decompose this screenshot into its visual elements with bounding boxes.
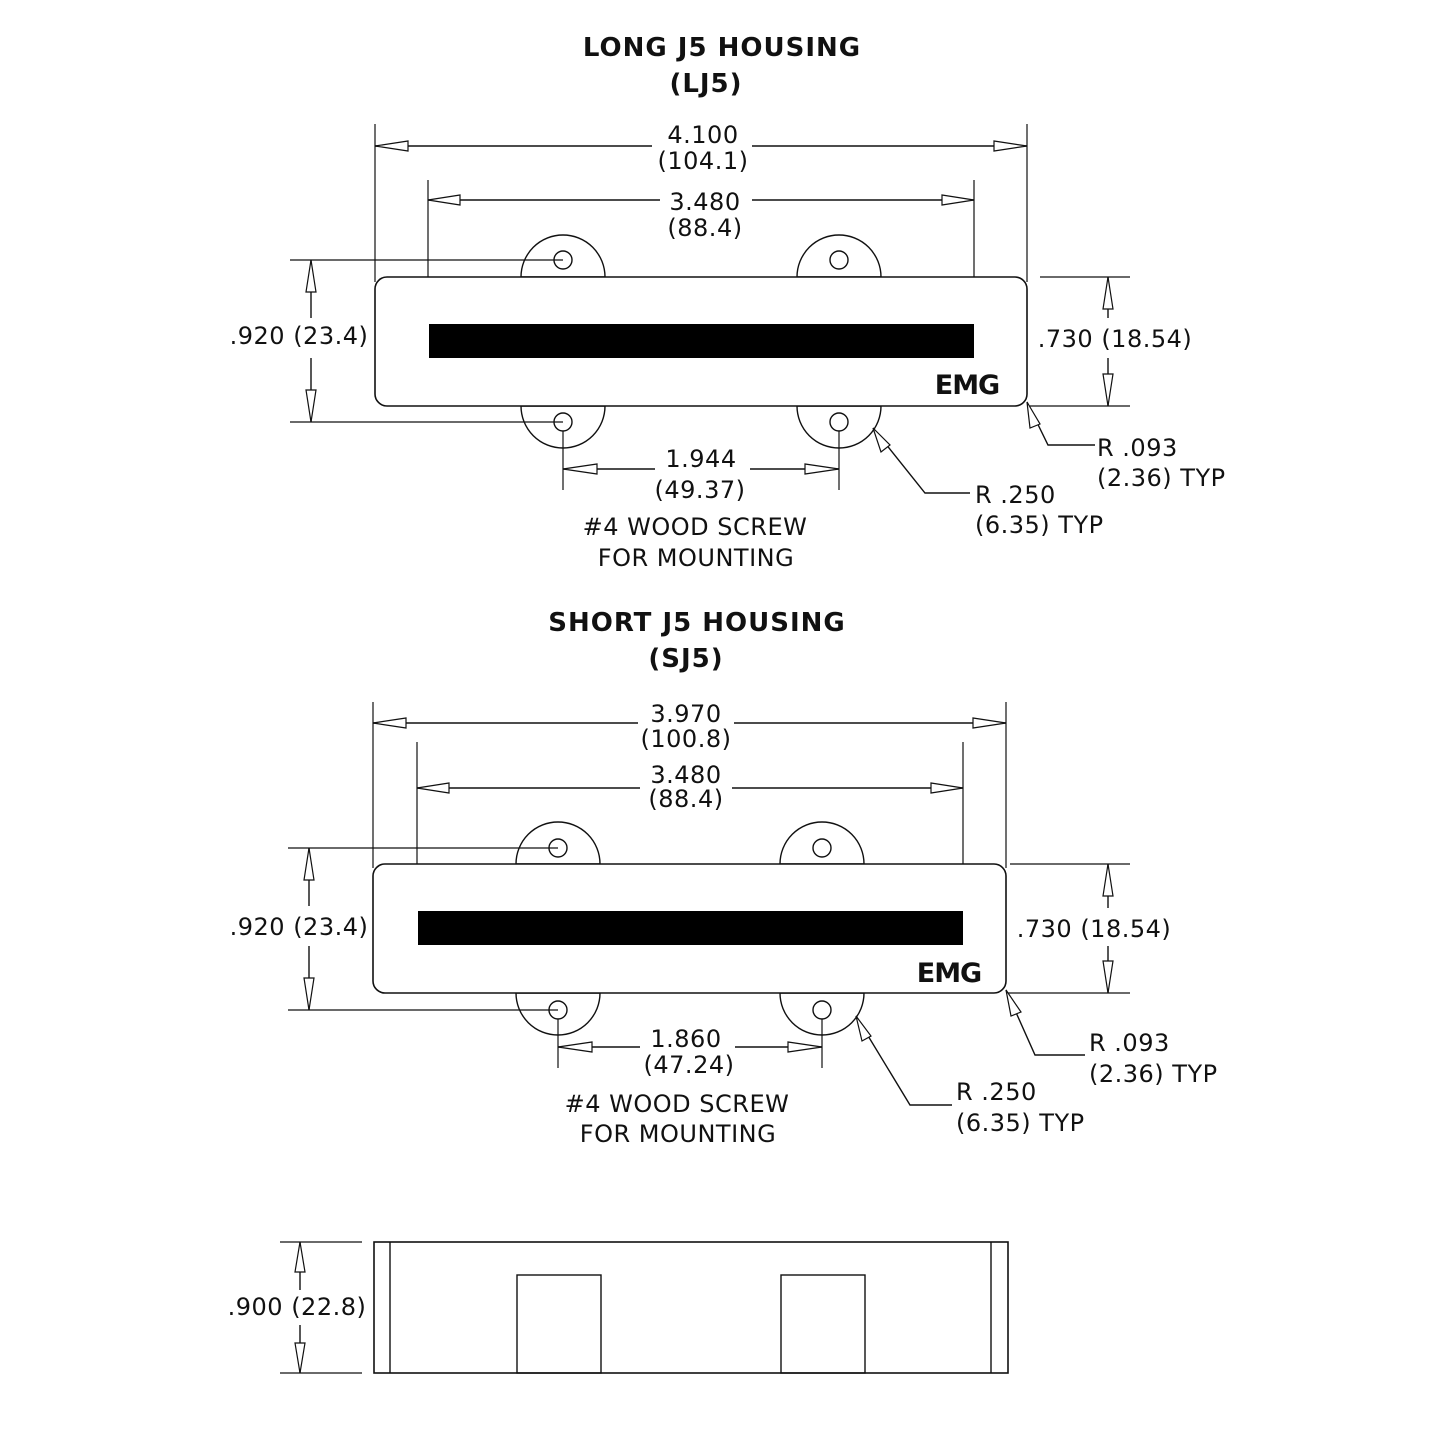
long-ear-leader bbox=[872, 427, 970, 494]
short-screw-in: 1.860 bbox=[650, 1025, 721, 1053]
arrow-down-icon bbox=[303, 977, 315, 1011]
short-corner-leader bbox=[1005, 989, 1085, 1056]
arrow-down-icon bbox=[1102, 373, 1114, 407]
side-slot-right bbox=[780, 1274, 866, 1374]
long-corner-radius-mm: (2.36) TYP bbox=[1097, 464, 1226, 492]
arrow-up-icon bbox=[1102, 276, 1114, 310]
arrow-leader-icon bbox=[1005, 989, 1022, 1017]
short-screw-note-1: #4 WOOD SCREW bbox=[565, 1090, 790, 1118]
long-ear-radius: R .250 bbox=[975, 481, 1056, 509]
arrow-leader-icon bbox=[855, 1015, 872, 1042]
arrow-down-icon bbox=[294, 1342, 306, 1374]
arrow-leader-icon bbox=[872, 427, 891, 453]
arrow-right-icon bbox=[972, 717, 1007, 729]
arrow-right-icon bbox=[930, 782, 964, 794]
side-height: .900 (22.8) bbox=[228, 1293, 367, 1321]
short-corner-radius: R .093 bbox=[1089, 1029, 1170, 1057]
arrow-right-icon bbox=[787, 1041, 823, 1053]
long-screw-note-2: FOR MOUNTING bbox=[598, 544, 794, 572]
arrow-left-icon bbox=[374, 140, 409, 152]
long-ear-radius-mm: (6.35) TYP bbox=[975, 511, 1104, 539]
long-corner-radius: R .093 bbox=[1097, 434, 1178, 462]
long-screw-mm: (49.37) bbox=[655, 476, 746, 504]
short-body-height: .730 (18.54) bbox=[1017, 915, 1172, 943]
short-length-mm: (100.8) bbox=[641, 725, 732, 753]
arrow-left-icon bbox=[416, 782, 450, 794]
long-screw-note-1: #4 WOOD SCREW bbox=[583, 513, 808, 541]
long-height-with-ears: .920 (23.4) bbox=[230, 322, 369, 350]
arrow-right-icon bbox=[941, 194, 975, 206]
short-height-with-ears: .920 (23.4) bbox=[230, 913, 369, 941]
short-ear-radius: R .250 bbox=[956, 1078, 1037, 1106]
long-blade-bar bbox=[429, 324, 974, 358]
short-hole-bottom-right bbox=[812, 1000, 832, 1020]
long-subtitle: (LJ5) bbox=[669, 69, 742, 99]
emg-logo: EMG bbox=[917, 958, 981, 989]
short-hole-top-right bbox=[812, 838, 832, 858]
short-screw-note-2: FOR MOUNTING bbox=[580, 1120, 776, 1148]
short-title: SHORT J5 HOUSING bbox=[548, 608, 846, 638]
arrow-leader-icon bbox=[1026, 401, 1041, 429]
arrow-down-icon bbox=[1102, 960, 1114, 994]
short-j5-diagram: SHORT J5 HOUSING (SJ5) 3.970 (100.8) 3.4… bbox=[230, 608, 1218, 1148]
short-subtitle: (SJ5) bbox=[648, 644, 723, 674]
side-housing-outline bbox=[373, 1241, 1009, 1374]
arrow-up-icon bbox=[305, 259, 317, 293]
side-slot-left bbox=[516, 1274, 602, 1374]
long-title: LONG J5 HOUSING bbox=[583, 33, 861, 63]
long-body-height: .730 (18.54) bbox=[1038, 325, 1193, 353]
arrow-down-icon bbox=[305, 389, 317, 423]
arrow-right-icon bbox=[993, 140, 1028, 152]
emg-logo: EMG bbox=[935, 370, 999, 401]
long-pole-in: 3.480 bbox=[669, 188, 740, 216]
arrow-left-icon bbox=[557, 1041, 593, 1053]
long-j5-diagram: LONG J5 HOUSING (LJ5) 4.100 (104.1) 3.48… bbox=[230, 33, 1226, 572]
short-ear-radius-mm: (6.35) TYP bbox=[956, 1109, 1085, 1137]
arrow-up-icon bbox=[294, 1241, 306, 1273]
long-length-mm: (104.1) bbox=[658, 147, 749, 175]
arrow-up-icon bbox=[303, 847, 315, 881]
short-length-in: 3.970 bbox=[650, 700, 721, 728]
short-screw-mm: (47.24) bbox=[644, 1051, 735, 1079]
short-pole-mm: (88.4) bbox=[648, 785, 723, 813]
short-blade-bar bbox=[418, 911, 963, 945]
arrow-left-icon bbox=[372, 717, 407, 729]
long-hole-top-right bbox=[829, 250, 849, 270]
arrow-right-icon bbox=[804, 463, 840, 475]
side-view-diagram: .900 (22.8) bbox=[228, 1241, 1009, 1374]
short-ear-leader bbox=[855, 1015, 952, 1106]
short-corner-radius-mm: (2.36) TYP bbox=[1089, 1060, 1218, 1088]
long-pole-mm: (88.4) bbox=[667, 214, 742, 242]
long-screw-in: 1.944 bbox=[665, 445, 736, 473]
short-pole-in: 3.480 bbox=[650, 761, 721, 789]
long-length-in: 4.100 bbox=[667, 121, 738, 149]
arrow-left-icon bbox=[427, 194, 461, 206]
arrow-up-icon bbox=[1102, 863, 1114, 897]
long-hole-bottom-right bbox=[829, 412, 849, 432]
arrow-left-icon bbox=[562, 463, 598, 475]
